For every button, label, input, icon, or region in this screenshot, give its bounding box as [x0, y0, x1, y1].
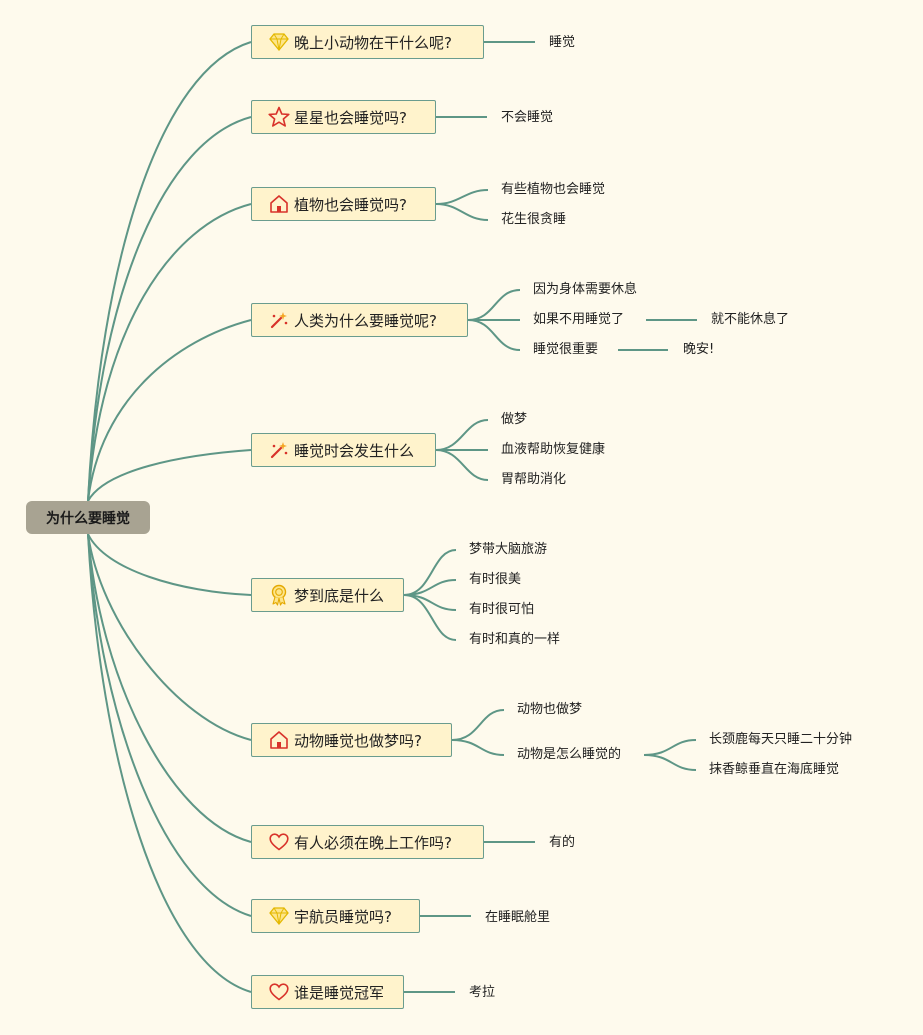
root-link — [87, 41, 252, 502]
magic-wand-icon — [268, 439, 290, 461]
leaf-item[interactable]: 有时和真的一样 — [469, 632, 561, 647]
leaf-item[interactable]: 如果不用睡觉了 — [533, 312, 625, 327]
root-link — [87, 449, 252, 502]
leaf-link — [451, 709, 505, 741]
house-icon — [268, 729, 290, 751]
leaf-item[interactable]: 有时很可怕 — [469, 602, 535, 617]
topic-label: 动物睡觉也做梦吗? — [294, 731, 422, 750]
root-link — [87, 533, 252, 917]
topic-label: 植物也会睡觉吗? — [294, 195, 407, 214]
leaf-item[interactable]: 因为身体需要休息 — [533, 282, 638, 297]
leaf-item[interactable]: 有的 — [549, 835, 576, 850]
topic-label: 梦到底是什么 — [294, 586, 385, 605]
leaf-item[interactable]: 胃帮助消化 — [501, 472, 567, 487]
root-link — [87, 533, 252, 993]
magic-wand-icon — [268, 309, 290, 331]
leaf-link — [435, 189, 489, 205]
leaf-item[interactable]: 不会睡觉 — [501, 110, 554, 125]
leaf-item[interactable]: 睡觉很重要 — [533, 342, 599, 357]
gem-icon — [268, 905, 290, 927]
leaf-item[interactable]: 血液帮助恢复健康 — [501, 442, 606, 457]
leaf-link — [435, 419, 489, 451]
topic-label: 谁是睡觉冠军 — [294, 983, 385, 1002]
subleaf-item[interactable]: 晚安! — [683, 342, 715, 357]
topic-night-workers[interactable]: 有人必须在晚上工作吗? — [251, 825, 484, 859]
topic-stars-sleep[interactable]: 星星也会睡觉吗? — [251, 100, 436, 134]
leaf-item[interactable]: 动物是怎么睡觉的 — [517, 747, 622, 762]
leaf-item[interactable]: 有些植物也会睡觉 — [501, 182, 606, 197]
house-icon — [268, 193, 290, 215]
root-link — [87, 116, 252, 502]
subleaf-item[interactable]: 长颈鹿每天只睡二十分钟 — [709, 732, 853, 747]
leaf-item[interactable]: 动物也做梦 — [517, 702, 583, 717]
topic-label: 晚上小动物在干什么呢? — [294, 33, 452, 52]
award-icon — [268, 584, 290, 606]
leaf-link — [467, 289, 521, 321]
leaf-link — [643, 754, 697, 771]
leaf-link — [643, 739, 697, 756]
topic-sleep-champion[interactable]: 谁是睡觉冠军 — [251, 975, 404, 1009]
star-icon — [268, 106, 290, 128]
subleaf-item[interactable]: 抹香鲸垂直在海底睡觉 — [709, 762, 840, 777]
topic-plants-sleep[interactable]: 植物也会睡觉吗? — [251, 187, 436, 221]
heart-icon — [268, 831, 290, 853]
topic-why-humans-sleep[interactable]: 人类为什么要睡觉呢? — [251, 303, 468, 337]
subleaf-item[interactable]: 就不能休息了 — [711, 312, 790, 327]
leaf-link — [451, 739, 505, 756]
root-link — [87, 203, 252, 502]
root-topic[interactable]: 为什么要睡觉 — [26, 501, 150, 534]
leaf-item[interactable]: 睡觉 — [549, 35, 576, 50]
leaf-link — [403, 594, 457, 641]
leaf-link — [467, 319, 521, 351]
root-link — [87, 533, 252, 596]
topic-label: 星星也会睡觉吗? — [294, 108, 407, 127]
leaf-link — [435, 203, 489, 221]
leaf-item[interactable]: 有时很美 — [469, 572, 522, 587]
topic-label: 人类为什么要睡觉呢? — [294, 311, 437, 330]
topic-astronauts-sleep[interactable]: 宇航员睡觉吗? — [251, 899, 420, 933]
gem-icon — [268, 31, 290, 53]
leaf-link — [435, 449, 489, 481]
topic-label: 睡觉时会发生什么 — [294, 441, 415, 460]
leaf-item[interactable]: 考拉 — [469, 985, 496, 1000]
leaf-item[interactable]: 做梦 — [501, 412, 528, 427]
topic-what-happens-during-sleep[interactable]: 睡觉时会发生什么 — [251, 433, 436, 467]
topic-what-is-dream[interactable]: 梦到底是什么 — [251, 578, 404, 612]
topic-animals-at-night[interactable]: 晚上小动物在干什么呢? — [251, 25, 484, 59]
topic-label: 有人必须在晚上工作吗? — [294, 833, 452, 852]
root-link — [87, 319, 252, 502]
leaf-item[interactable]: 花生很贪睡 — [501, 212, 567, 227]
root-link — [87, 533, 252, 843]
root-link — [87, 533, 252, 741]
topic-label: 宇航员睡觉吗? — [294, 907, 392, 926]
leaf-item[interactable]: 在睡眠舱里 — [485, 910, 551, 925]
heart-icon — [268, 981, 290, 1003]
leaf-item[interactable]: 梦带大脑旅游 — [469, 542, 548, 557]
topic-animals-dream[interactable]: 动物睡觉也做梦吗? — [251, 723, 452, 757]
